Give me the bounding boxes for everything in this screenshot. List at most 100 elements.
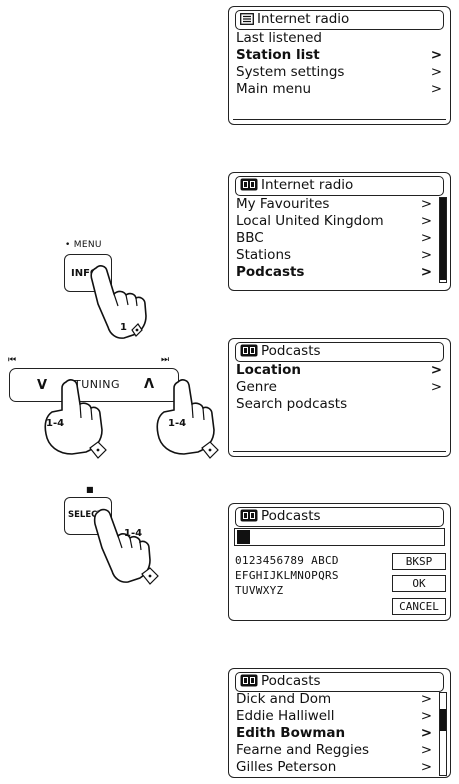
radio-station-icon <box>240 509 258 526</box>
screen-title: Internet radio <box>261 177 354 193</box>
scrollbar-thumb[interactable] <box>440 709 446 731</box>
tuning-down-button[interactable]: V <box>37 378 48 393</box>
menu-item-label: Main menu <box>236 81 312 97</box>
backspace-button[interactable]: BKSP <box>392 553 446 570</box>
step-number-tuning-left: 1-4 <box>46 418 65 429</box>
menu-item-search-podcasts[interactable]: Search podcasts <box>236 395 444 413</box>
menu-item-stations[interactable]: Stations > <box>236 246 444 264</box>
menu-item-label: BBC <box>236 230 264 246</box>
previous-track-icon: ⏮ <box>8 355 16 365</box>
chevron-right-icon: > <box>430 64 442 80</box>
menu-item-genre[interactable]: Genre > <box>236 378 444 396</box>
scrollbar-thumb[interactable] <box>440 198 446 280</box>
menu-item-label: Local United Kingdom <box>236 213 384 229</box>
screen-title: Podcasts <box>261 343 321 359</box>
menu-label: • MENU <box>65 240 102 250</box>
menu-item-eddie-halliwell[interactable]: Eddie Halliwell > <box>236 707 444 725</box>
step-number-select: 1-4 <box>124 528 143 539</box>
menu-item-dick-and-dom[interactable]: Dick and Dom > <box>236 690 444 708</box>
chevron-right-icon: > <box>420 264 432 280</box>
screen-title-bar: Podcasts <box>235 672 444 692</box>
info-button-label: INFO <box>71 268 99 279</box>
pointing-hand-icon <box>93 508 159 585</box>
tuning-label: TUNING <box>74 378 120 391</box>
menu-item-label: Podcasts <box>236 264 305 280</box>
search-input[interactable] <box>234 528 445 546</box>
menu-item-label: Dick and Dom <box>236 691 332 707</box>
step-number-tuning-right: 1-4 <box>168 418 187 429</box>
chevron-right-icon: > <box>420 196 432 212</box>
scrollbar[interactable] <box>439 197 447 283</box>
chevron-right-icon: > <box>420 230 432 246</box>
lcd-screen-podcasts: Podcasts Location > Genre > Search podcast… <box>228 338 451 457</box>
stop-icon: ■ <box>86 485 94 494</box>
screen-divider <box>233 119 446 120</box>
screen-title-bar: Internet radio <box>235 10 444 30</box>
cancel-button[interactable]: CANCEL <box>392 598 446 615</box>
menu-item-station-list[interactable]: Station list > <box>236 46 444 64</box>
chevron-right-icon: > <box>430 379 442 395</box>
menu-item-label: Location <box>236 362 301 378</box>
menu-item-bbc[interactable]: BBC > <box>236 229 444 247</box>
menu-item-label: Fearne and Reggies <box>236 742 370 758</box>
chevron-right-icon: > <box>430 47 442 63</box>
chevron-right-icon: > <box>430 81 442 97</box>
radio-station-icon <box>240 178 258 195</box>
next-track-icon: ⏭ <box>161 355 169 365</box>
menu-item-label: Edith Bowman <box>236 725 346 741</box>
menu-item-local-united-kingdom[interactable]: Local United Kingdom > <box>236 212 444 230</box>
scrollbar[interactable] <box>439 692 447 776</box>
keyboard-row-2[interactable]: EFGHIJKLMNOPQRS <box>235 569 339 582</box>
menu-item-main-menu[interactable]: Main menu > <box>236 80 444 98</box>
chevron-right-icon: > <box>420 213 432 229</box>
keyboard-row-1[interactable]: 0123456789 ABCD <box>235 554 339 567</box>
step-number-1: 1 <box>120 322 127 333</box>
chevron-right-icon: > <box>420 759 432 775</box>
chevron-right-icon: > <box>420 742 432 758</box>
keyboard-row-3[interactable]: TUVWXYZ <box>235 584 284 597</box>
screen-title: Podcasts <box>261 673 321 689</box>
menu-item-label: System settings <box>236 64 345 80</box>
menu-item-label: Last listened <box>236 30 322 46</box>
screen-title-bar: Podcasts <box>235 507 444 527</box>
lcd-screen-podcast-list: Podcasts Dick and Dom> Eddie Halliwell> … <box>228 668 451 778</box>
menu-item-podcasts[interactable]: Podcasts > <box>236 263 444 281</box>
lcd-screen-search-keyboard: Podcasts 0123456789 ABCD EFGHIJKLMNOPQRS… <box>228 503 451 621</box>
menu-item-fearne-and-reggies[interactable]: Fearne and Reggies > <box>236 741 444 759</box>
chevron-right-icon: > <box>420 708 432 724</box>
list-icon <box>240 13 254 29</box>
menu-item-label: Stations <box>236 247 292 263</box>
menu-item-gilles-peterson[interactable]: Gilles Peterson > <box>236 758 444 776</box>
screen-title-bar: Internet radio <box>235 176 444 196</box>
screen-title-bar: Podcasts <box>235 342 444 362</box>
menu-item-label: Gilles Peterson <box>236 759 337 775</box>
tuning-up-button[interactable]: Λ <box>144 377 155 392</box>
menu-item-label: Station list <box>236 47 320 63</box>
chevron-right-icon: > <box>420 725 432 741</box>
chevron-right-icon: > <box>420 691 432 707</box>
screen-title: Podcasts <box>261 508 321 524</box>
menu-item-system-settings[interactable]: System settings > <box>236 63 444 81</box>
menu-item-label: Search podcasts <box>236 396 348 412</box>
screen-title: Internet radio <box>257 11 350 27</box>
pointing-hand-icon <box>44 379 107 459</box>
menu-item-label: Genre <box>236 379 277 395</box>
ok-button[interactable]: OK <box>392 575 446 592</box>
chevron-right-icon: > <box>420 247 432 263</box>
menu-item-location[interactable]: Location > <box>236 361 444 379</box>
menu-item-last-listened[interactable]: Last listened <box>236 29 444 47</box>
menu-item-edith-bowman[interactable]: Edith Bowman > <box>236 724 444 742</box>
radio-station-icon <box>240 674 258 691</box>
lcd-screen-station-list: Internet radio My Favourites > Local Unit… <box>228 172 451 291</box>
menu-item-my-favourites[interactable]: My Favourites > <box>236 195 444 213</box>
text-cursor <box>237 530 250 544</box>
screen-divider <box>233 451 446 452</box>
pointing-hand-icon <box>156 379 219 459</box>
chevron-right-icon: > <box>430 362 442 378</box>
tuning-button[interactable]: V TUNING Λ <box>9 368 179 402</box>
select-button-label: SELECT <box>68 510 104 520</box>
menu-item-label: My Favourites <box>236 196 330 212</box>
radio-station-icon <box>240 344 258 361</box>
lcd-screen-internet-radio-menu: Internet radio Last listened Station lis… <box>228 6 451 125</box>
menu-item-label: Eddie Halliwell <box>236 708 335 724</box>
